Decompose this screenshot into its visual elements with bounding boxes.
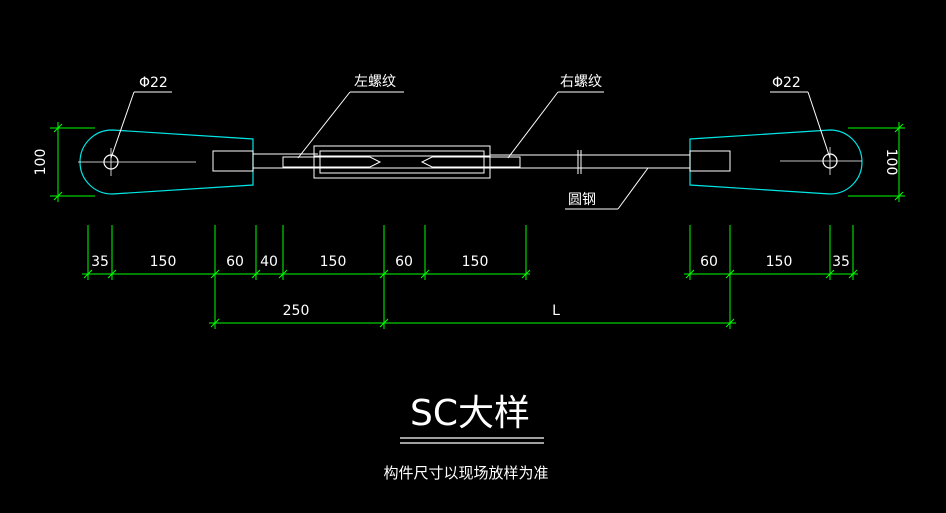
right-height-text: 100: [883, 149, 899, 176]
dimension-row-1-right: [684, 225, 858, 280]
right-threaded-rod: [490, 150, 731, 174]
dim-60-b: 60: [395, 254, 413, 270]
right-hole-label: Φ22: [772, 75, 801, 91]
dim-40: 40: [260, 254, 278, 270]
right-thread-label: 右螺纹: [560, 74, 602, 90]
right-end-plate: [689, 129, 863, 195]
drawing-note: 构件尺寸以现场放样为准: [383, 464, 548, 482]
left-height-text: 100: [33, 149, 49, 176]
round-steel-label: 圆钢: [568, 192, 596, 208]
dim-150-a: 150: [150, 254, 177, 270]
left-threaded-rod: [212, 150, 318, 172]
right-height-dimension: [848, 122, 905, 202]
turnbuckle-body: [282, 145, 521, 179]
dim-150-b: 150: [320, 254, 347, 270]
dim-250: 250: [283, 303, 310, 319]
dimension-row-2: [209, 280, 736, 329]
dim-150-right: 150: [766, 254, 793, 270]
leader-lines: [110, 91, 831, 210]
dimension-row-1: [82, 225, 531, 280]
drawing-title: SC大样: [410, 393, 530, 434]
dim-60-a: 60: [226, 254, 244, 270]
title-underline: [400, 437, 544, 444]
right-hole-centerlines: [780, 147, 862, 175]
left-thread-label: 左螺纹: [354, 74, 396, 90]
dim-35-right: 35: [832, 254, 850, 270]
left-height-dimension: [50, 122, 95, 202]
dim-60-right: 60: [700, 254, 718, 270]
dim-L: L: [552, 303, 560, 319]
dim-35-left: 35: [91, 254, 109, 270]
left-hole-centerlines: [78, 148, 196, 176]
left-hole-label: Φ22: [139, 75, 168, 91]
dim-150-c: 150: [462, 254, 489, 270]
